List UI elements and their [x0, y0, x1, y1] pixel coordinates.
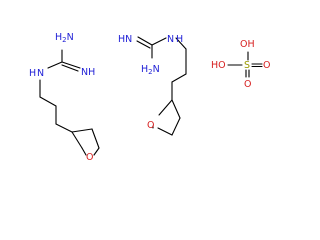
imine-n: N [125, 34, 132, 45]
bond [39, 96, 57, 107]
oxo-right-label: O [263, 60, 270, 71]
molecule-left: H2N NH N H O [29, 32, 100, 163]
imine-h: H [118, 34, 125, 45]
amino-h: H [55, 32, 62, 43]
molecule-middle: HN N H H2N O [118, 34, 187, 136]
bond [61, 61, 81, 69]
bond [137, 36, 153, 46]
bond [171, 117, 181, 136]
imine-label: NH [81, 67, 95, 78]
amino-subscript: 2 [62, 36, 66, 44]
bond [55, 123, 73, 133]
bond [93, 147, 100, 156]
sulfuric-acid: OH O O HO S [211, 39, 270, 90]
bond [136, 40, 151, 49]
amino-n: N [153, 64, 160, 75]
bond [171, 73, 187, 83]
amino-subscript: 2 [148, 68, 152, 76]
bond [71, 131, 83, 149]
amino-h: H [141, 64, 148, 75]
sulfur-label: S [244, 60, 250, 71]
bond [61, 64, 79, 72]
bond [171, 99, 181, 119]
amine-n-label: N [37, 68, 44, 79]
amine-h-label: H [176, 34, 183, 45]
imine-label: HN [118, 34, 132, 45]
amine-n-label: N [167, 34, 174, 45]
bond [91, 128, 100, 149]
bond [71, 128, 93, 133]
amine-h-label: H [29, 68, 36, 79]
structure-canvas: H2N NH N H O HN N H H2N O [29, 32, 270, 163]
bond [158, 99, 173, 116]
amino-n: N [67, 32, 74, 43]
ring-oxygen-label: O [86, 152, 93, 163]
amino-label: H2N [55, 32, 74, 44]
bond [81, 147, 87, 156]
bond [157, 127, 173, 136]
bond [151, 37, 167, 46]
hydroxyl-left-label: HO [211, 60, 226, 71]
hydroxyl-top-label: OH [240, 39, 255, 50]
amino-label: H2N [141, 64, 160, 76]
bond [175, 37, 187, 50]
bond [47, 61, 63, 69]
ring-oxygen-label: O [147, 120, 154, 131]
oxo-bottom-label: O [244, 79, 251, 90]
